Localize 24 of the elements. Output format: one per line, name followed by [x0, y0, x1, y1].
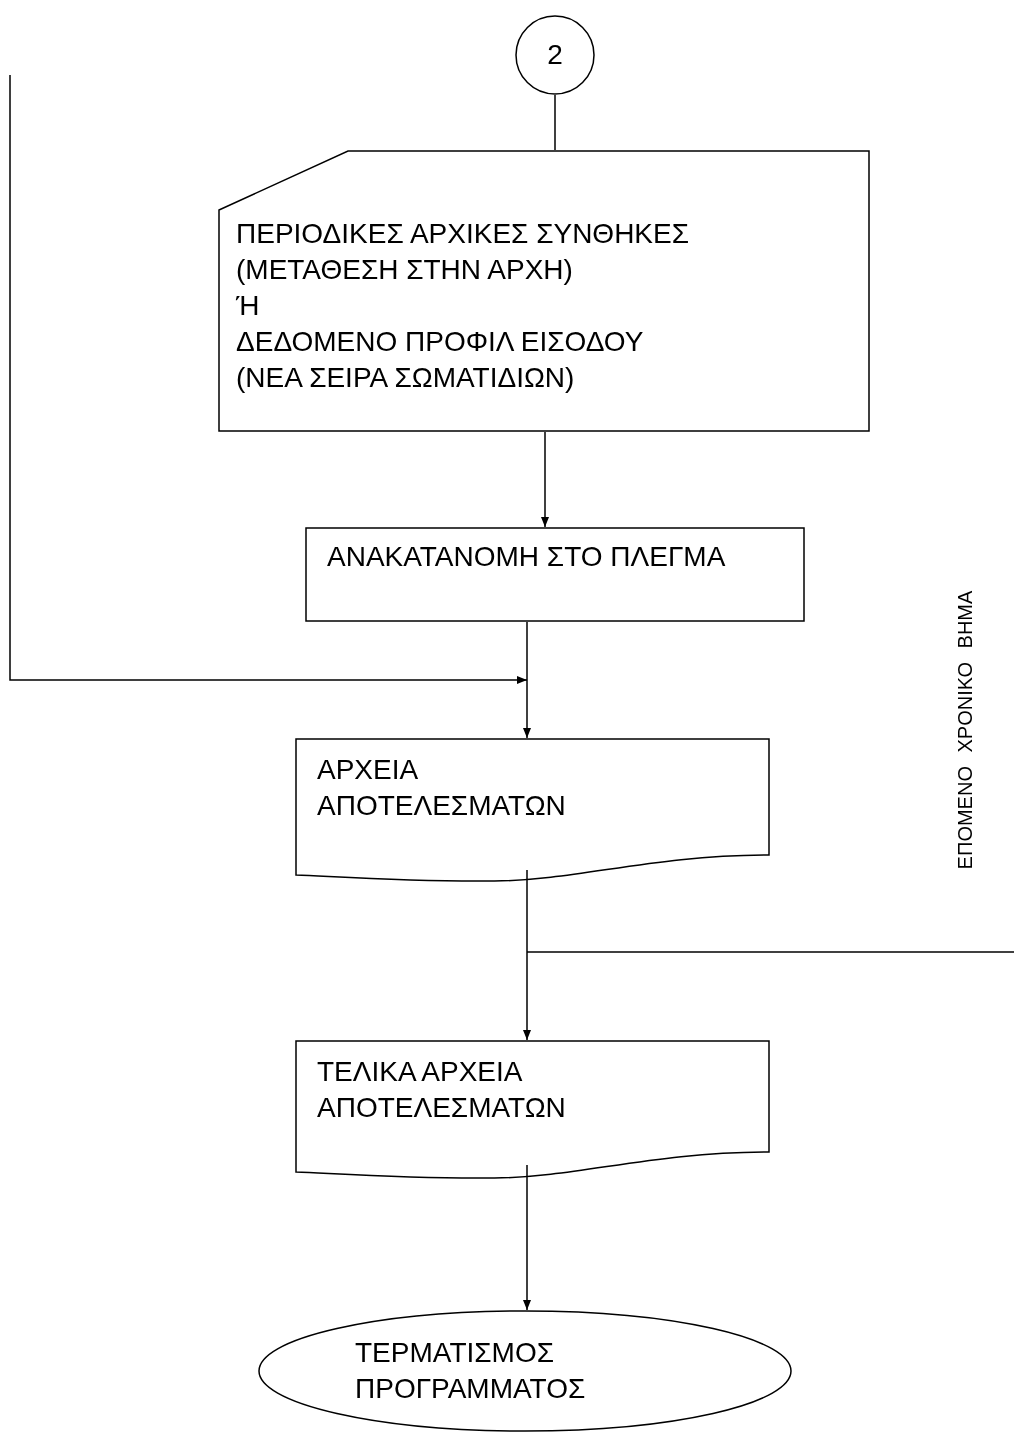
manual-input-shape [218, 150, 870, 432]
node-text: Ή [236, 289, 260, 323]
node-text: ΔΕΔΟΜΕΝΟ ΠΡΟΦΙΛ ΕΙΣΟΔΟΥ [236, 325, 644, 359]
process-box [305, 527, 805, 622]
document-shape [295, 1040, 770, 1180]
node-text: ΑΝΑΚΑΤΑΝΟΜΗ ΣΤΟ ΠΛΕΓΜΑ [327, 540, 726, 574]
arrow [9, 74, 528, 684]
arrow [523, 1164, 531, 1311]
node-text: 2 [547, 38, 563, 72]
node-text: (ΜΕΤΑΘΕΣΗ ΣΤΗΝ ΑΡΧΗ) [236, 253, 573, 287]
terminator-ellipse [258, 1310, 792, 1432]
connector-line [554, 94, 556, 151]
rotated-label: ΕΠΟΜΕΝΟ ΧΡΟΝΙΚΟ ΒΗΜΑ [953, 590, 977, 870]
document-shape [295, 738, 770, 883]
node-text: ΤΕΡΜΑΤΙΣΜΟΣ ΠΡΟΓΡΑΜΜΑΤΟΣ [355, 1336, 587, 1406]
connector-circle [515, 15, 595, 95]
node-text: ΠΕΡΙΟΔΙΚΕΣ ΑΡΧΙΚΕΣ ΣΥΝΘΗΚΕΣ [236, 217, 690, 251]
connector-line [526, 951, 1014, 953]
node-text: ΑΡΧΕΙΑ ΑΠΟΤΕΛΕΣΜΑΤΩΝ [317, 753, 567, 823]
arrow [541, 431, 549, 528]
arrow [523, 869, 531, 1041]
node-text: (ΝΕΑ ΣΕΙΡΑ ΣΩΜΑΤΙΔΙΩΝ) [236, 361, 575, 395]
node-text: ΤΕΛΙΚΑ ΑΡΧΕΙΑ ΑΠΟΤΕΛΕΣΜΑΤΩΝ [317, 1055, 567, 1125]
arrow [523, 621, 531, 739]
